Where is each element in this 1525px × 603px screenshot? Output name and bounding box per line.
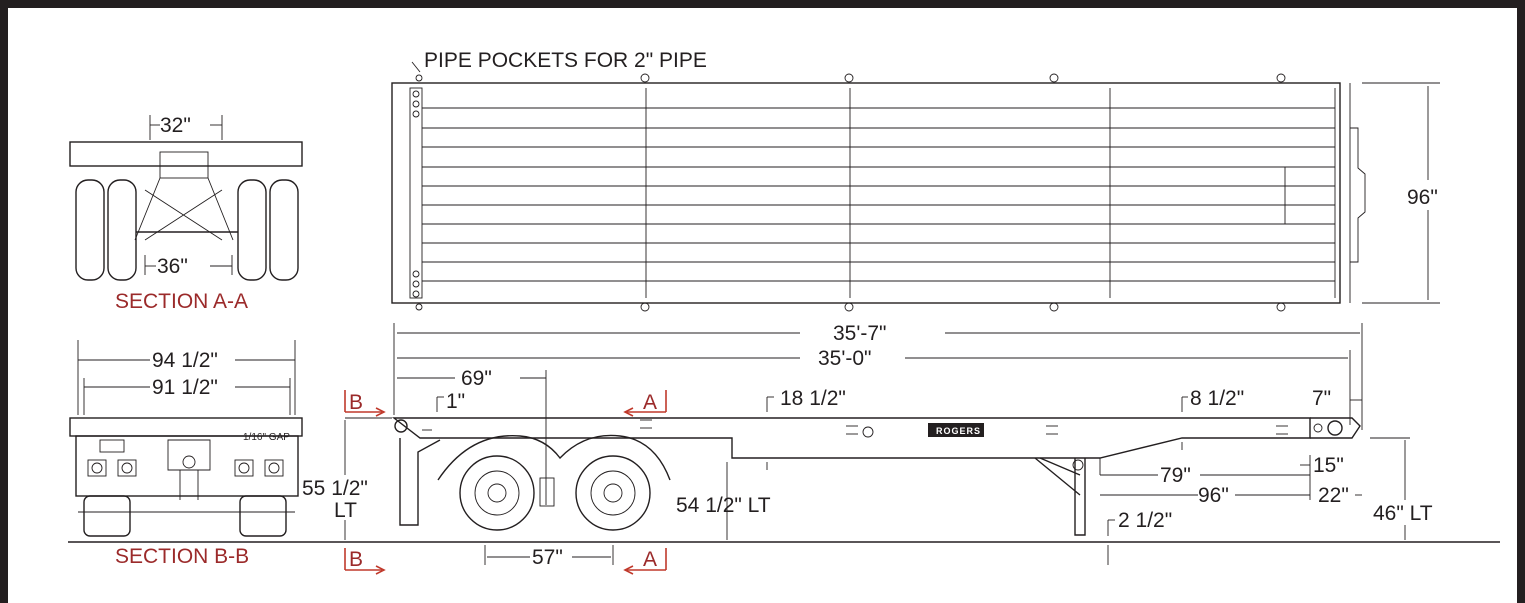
section-b-frame: [75, 435, 299, 497]
section-a-view: 32" 36" SECTION A-A: [69, 114, 303, 313]
dim-79: 79": [1160, 464, 1191, 487]
kingpin-offset: 1": [446, 390, 465, 413]
deck-height-at-axle: 54 1/2" LT: [676, 494, 771, 517]
side-tiedowns: [422, 419, 1288, 435]
section-a-bracing: [134, 177, 234, 241]
section-b-tire-left: [83, 495, 131, 537]
section-a-deck: [69, 141, 303, 167]
side-landing-gear-crank: [1072, 459, 1084, 471]
section-b-bottom-label: B: [349, 548, 363, 571]
overall-length: 35'-7": [833, 322, 887, 345]
width-dim: 96": [1407, 186, 1438, 209]
side-tire-front: [575, 455, 651, 531]
section-a-tire-4: [269, 179, 299, 281]
top-stake-pockets: [412, 73, 1286, 312]
gooseneck-height: 8 1/2": [1190, 387, 1244, 410]
section-a-title: SECTION A-A: [115, 290, 248, 313]
side-wheel-rear: [474, 470, 520, 516]
section-b-view: 94 1/2" 91 1/2" 1/16" GAP SECTION B-B: [69, 340, 303, 568]
section-b-top-label: B: [349, 391, 363, 414]
side-hub-rear: [487, 483, 507, 503]
top-planks: [422, 107, 1335, 282]
section-b-plate: [99, 439, 125, 453]
section-b-outer-dim: 94 1/2": [152, 349, 218, 372]
section-a-tire-3: [237, 179, 267, 281]
top-rear-beam: [409, 87, 423, 299]
side-front-light: [1313, 423, 1323, 433]
section-a-hub: [159, 151, 209, 179]
section-a-bottom-label: A: [643, 548, 657, 571]
section-a-bottom-dim: 36": [157, 255, 188, 278]
side-hub-front: [603, 483, 623, 503]
side-gooseneck-nose: [1310, 417, 1361, 439]
side-kingpin: [1327, 420, 1343, 436]
section-marker-b-top: B: [344, 390, 386, 417]
deck-length: 35'-0": [818, 347, 872, 370]
section-marker-b-bottom: B: [344, 548, 386, 575]
top-deck-outline: [391, 82, 1341, 304]
front-height: 46" LT: [1373, 502, 1433, 525]
pipe-pocket-leader: [411, 61, 421, 73]
section-marker-a-bottom: A: [623, 548, 667, 575]
dim-15: 15": [1313, 454, 1344, 477]
axle-dim: 69": [461, 367, 492, 390]
section-a-top-label: A: [643, 391, 657, 414]
section-a-tire-2: [107, 179, 137, 281]
rear-height-line2: LT: [334, 499, 357, 522]
section-b-lights: [87, 459, 284, 477]
side-logo: ROGERS: [936, 426, 981, 436]
section-marker-a-top: A: [623, 390, 667, 417]
top-crossmembers: [645, 83, 1351, 303]
rear-height-line1: 55 1/2": [302, 477, 368, 500]
side-view: 35'-7" 35'-0" 69" ROGERS: [68, 322, 1500, 575]
side-tire-rear: [459, 455, 535, 531]
dim-96: 96": [1198, 484, 1229, 507]
pipe-pockets-label: PIPE POCKETS FOR 2" PIPE: [424, 49, 707, 72]
top-view: PIPE POCKETS FOR 2" PIPE 96": [391, 49, 1440, 312]
side-chain-ring: [862, 426, 874, 438]
section-b-gap-note: 1/16" GAP: [243, 432, 290, 443]
side-rear-post: [399, 438, 441, 526]
section-b-title: SECTION B-B: [115, 545, 249, 568]
section-a-tire-1: [75, 179, 105, 281]
side-suspension: [539, 477, 555, 507]
section-b-hitch: [167, 439, 211, 500]
dim-22: 22": [1318, 484, 1349, 507]
side-wheel-front: [590, 470, 636, 516]
side-landing-gear: [1034, 457, 1086, 536]
section-b-hitch-eye: [182, 455, 196, 469]
section-b-tire-right: [239, 495, 287, 537]
section-a-top-dim: 32": [160, 114, 191, 137]
side-rear-light: [394, 419, 408, 433]
section-b-inner-dim: 91 1/2": [152, 376, 218, 399]
side-logo-plate: [928, 423, 984, 437]
axle-spread: 57": [532, 546, 563, 569]
main-deck-height: 18 1/2": [780, 387, 846, 410]
side-fenders: [437, 434, 671, 481]
top-kingpin-plate: [1350, 127, 1366, 263]
front-dim: 7": [1312, 387, 1331, 410]
landing-gear-dim: 2 1/2": [1118, 509, 1172, 532]
